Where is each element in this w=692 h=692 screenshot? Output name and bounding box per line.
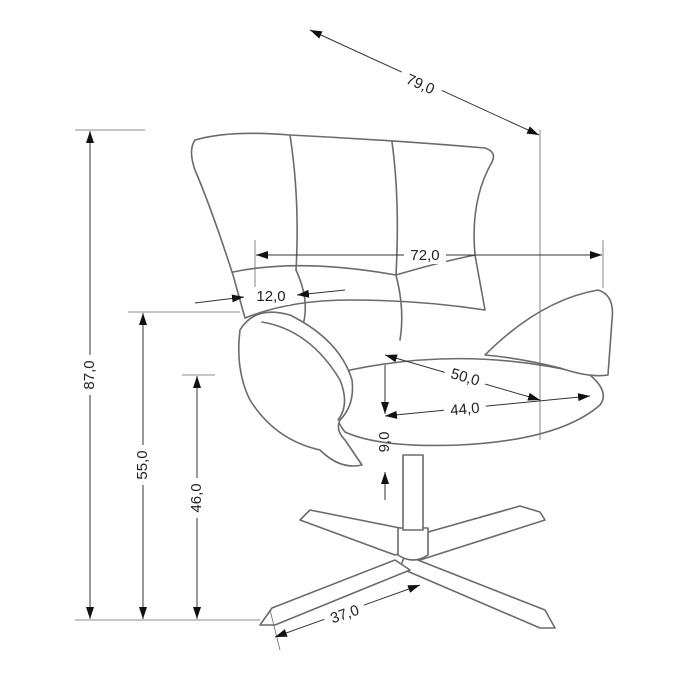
label-seat-thickness: 9,0 xyxy=(376,432,393,453)
left-armrest xyxy=(237,311,363,467)
label-base-width: 37,0 xyxy=(328,602,361,628)
label-total-height: 87,0 xyxy=(81,360,98,389)
dim-total-height: 87,0 xyxy=(75,129,260,621)
dim-armrest-width: 12,0 xyxy=(194,287,346,305)
label-inner-width: 72,0 xyxy=(410,247,439,264)
label-seat-height: 46,0 xyxy=(188,483,205,512)
chair-outline xyxy=(190,132,614,629)
label-armrest-width: 12,0 xyxy=(256,288,285,305)
dim-seat-thickness: 9,0 xyxy=(376,365,393,500)
dim-seat-height: 46,0 xyxy=(182,374,215,619)
dim-seat-depth: 44,0 xyxy=(384,393,591,422)
label-armrest-height: 55,0 xyxy=(134,450,151,479)
chair-base xyxy=(259,454,556,629)
label-seat-depth: 44,0 xyxy=(450,400,481,419)
chair-backrest xyxy=(190,132,495,319)
dim-armrest-height: 55,0 xyxy=(128,311,240,619)
